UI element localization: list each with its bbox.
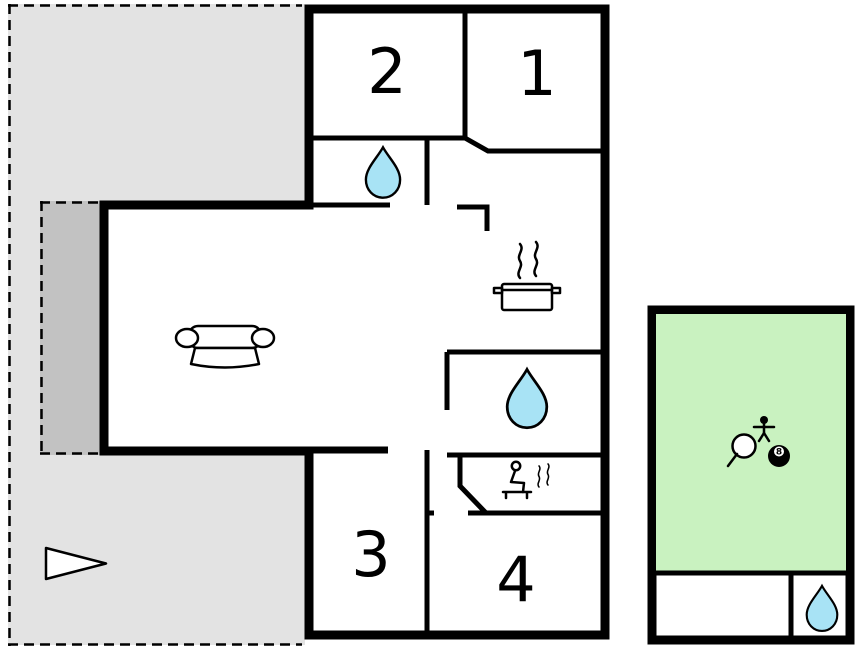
interior-wall <box>463 135 605 154</box>
room-label-4: 4 <box>496 543 535 616</box>
sauna-bench <box>501 490 533 500</box>
entrance-arrow-icon <box>44 546 108 581</box>
paddle-handle <box>726 452 739 468</box>
sofa-icon <box>174 324 276 369</box>
interior-wall <box>457 455 488 515</box>
pot-handle-right <box>550 286 562 295</box>
sofa-back <box>187 324 263 350</box>
cooking-pot-icon <box>492 282 562 312</box>
room-label-2: 2 <box>367 35 406 108</box>
table-tennis-paddle-icon <box>726 433 757 468</box>
interior-wall <box>457 204 490 231</box>
pot-handle-left <box>492 286 504 295</box>
ball-number: 8 <box>776 448 782 458</box>
sofa-armrest-left <box>174 327 200 349</box>
annex-building: 8 <box>647 305 855 645</box>
billiard-8-ball-icon: 8 <box>768 445 790 467</box>
sofa-seat <box>189 346 261 369</box>
paddle-face <box>731 433 757 459</box>
player-head <box>760 416 768 424</box>
ball-number-circle <box>774 446 784 457</box>
player-limbs <box>752 425 776 443</box>
awning-area <box>40 201 106 455</box>
sauna-person-body <box>509 469 526 494</box>
pot-body <box>500 282 554 312</box>
sofa-armrest-right <box>250 327 276 349</box>
foosball-player-icon <box>752 416 776 443</box>
sauna-person-head <box>510 460 522 472</box>
room-label-1: 1 <box>517 37 556 110</box>
sauna-person-icon <box>501 460 550 500</box>
room-label-3: 3 <box>351 518 390 591</box>
interior-walls <box>305 9 605 635</box>
